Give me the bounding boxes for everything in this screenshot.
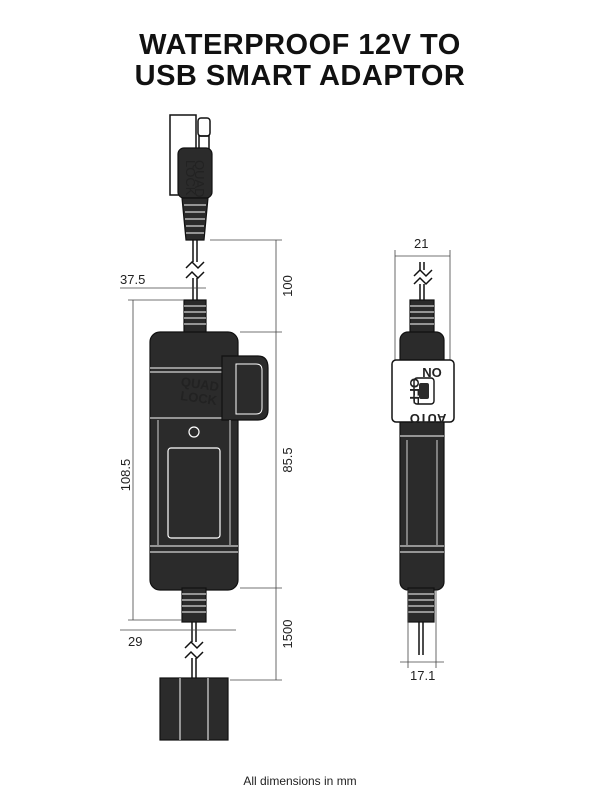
switch-label-auto: AUTO bbox=[410, 411, 447, 426]
side-view: 21 ON OFF AUTO bbox=[391, 236, 455, 683]
dim-height-body: 108.5 bbox=[118, 459, 133, 492]
footer-note: All dimensions in mm bbox=[243, 774, 357, 788]
mode-switch: ON OFF AUTO bbox=[391, 359, 455, 426]
title-line-2: USB SMART ADAPTOR bbox=[134, 60, 466, 92]
title-line-1: WATERPROOF 12V TO bbox=[139, 29, 461, 61]
page-title: WATERPROOF 12V TO USB SMART ADAPTOR bbox=[0, 30, 600, 92]
upper-grommet bbox=[183, 299, 207, 335]
switch-label-on: ON bbox=[422, 365, 442, 380]
housing-brand-line-2: LOCK bbox=[179, 388, 218, 408]
dim-side-width-top: 21 bbox=[414, 236, 428, 251]
dim-cable-bottom: 1500 bbox=[280, 620, 295, 649]
usb-end bbox=[159, 677, 229, 741]
main-housing: QUAD LOCK bbox=[149, 331, 269, 591]
dim-side-width-bottom: 17.1 bbox=[410, 668, 435, 683]
lower-grommet bbox=[181, 587, 207, 623]
plug-brand-text-2: LOCK bbox=[183, 160, 198, 196]
switch-label-off: OFF bbox=[407, 378, 422, 404]
dim-cable-top: 100 bbox=[280, 275, 295, 297]
front-view: QUAD LOCK bbox=[118, 114, 295, 741]
plug-brand-text: QUAD bbox=[192, 160, 207, 198]
led-indicator bbox=[188, 426, 200, 438]
dim-width-top: 37.5 bbox=[120, 272, 145, 287]
dim-length-mid: 85.5 bbox=[280, 447, 295, 472]
sae-plug: QUAD LOCK bbox=[169, 114, 213, 241]
dim-width-bottom: 29 bbox=[128, 634, 142, 649]
housing-brand-line-1: QUAD bbox=[180, 374, 220, 394]
